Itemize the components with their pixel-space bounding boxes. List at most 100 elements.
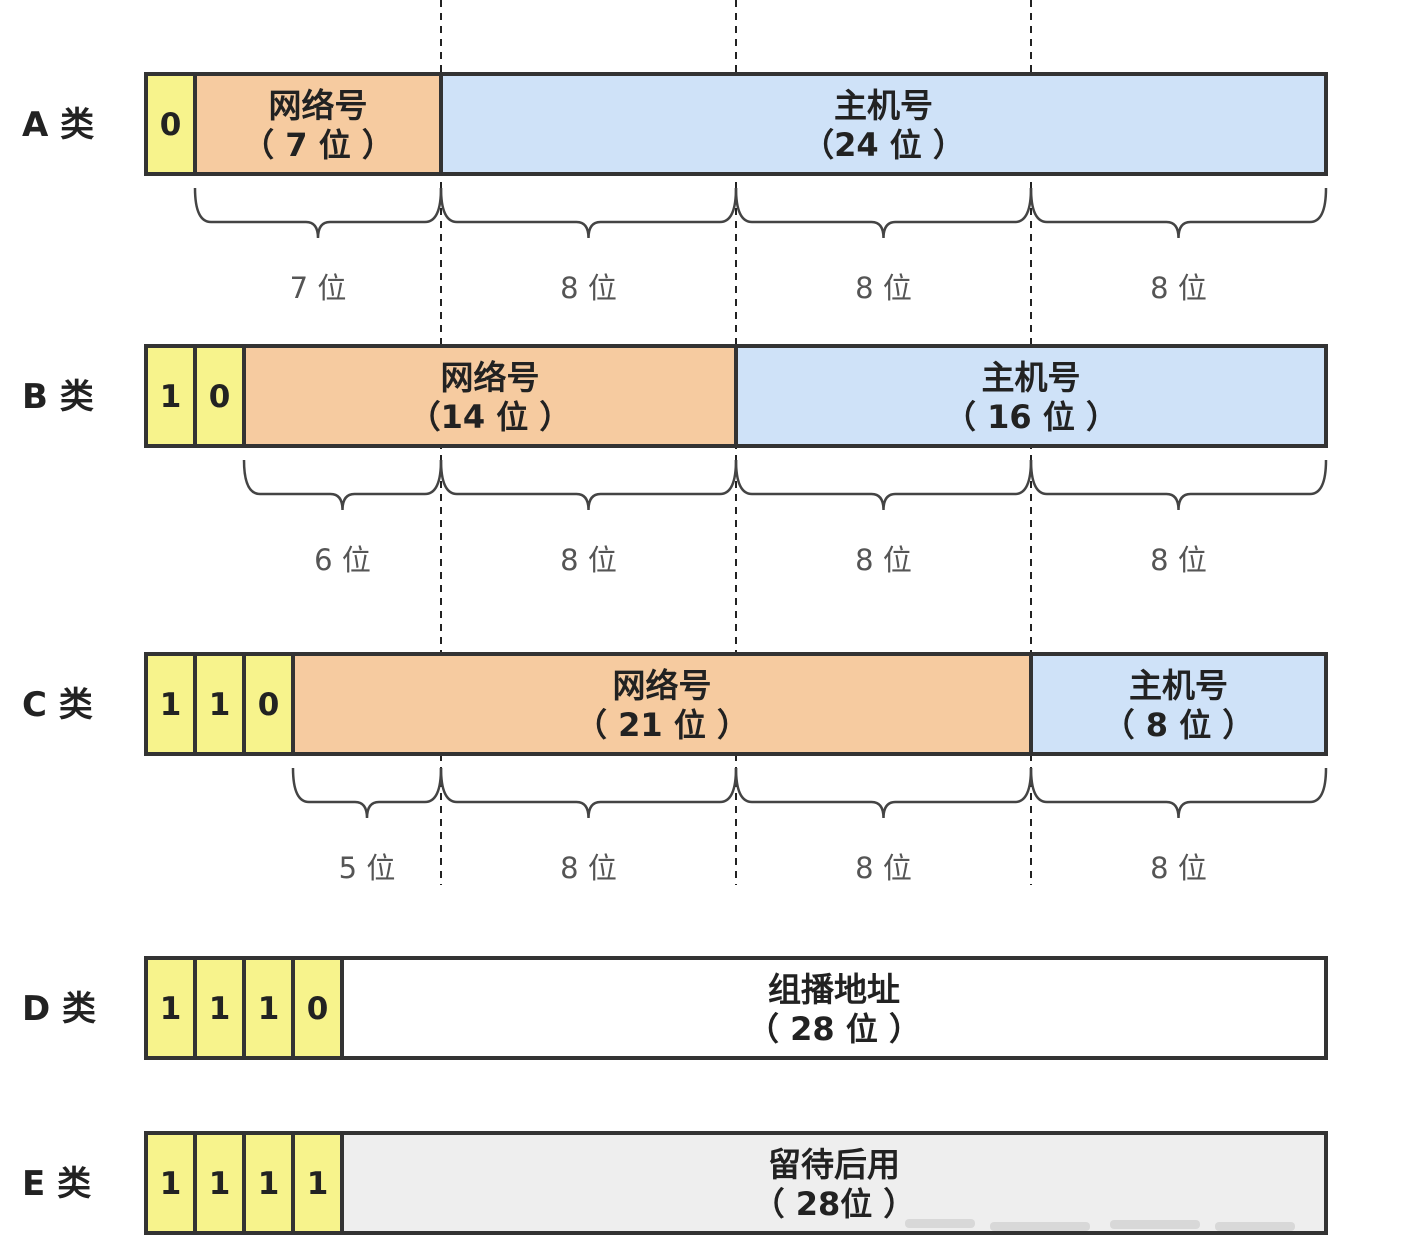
class-c-host-box xyxy=(1029,652,1328,756)
class-e-prefix-bit-2: 1 xyxy=(193,1131,246,1235)
brace-shape xyxy=(734,767,1033,819)
class-c-brace-1: 5 位 xyxy=(291,767,443,885)
prefix-bit-value: 1 xyxy=(160,687,182,723)
class-b-prefix-bit-1: 1 xyxy=(144,344,197,448)
class-a-host-title: 主机号 xyxy=(834,86,933,125)
brace-bit-count-label: 5 位 xyxy=(339,851,396,885)
brace-bit-count-label: 8 位 xyxy=(560,271,617,305)
prefix-bit-value: 0 xyxy=(307,991,329,1027)
class-c-host-field: 主机号（ 8 位 ） xyxy=(1029,652,1328,756)
class-b-label: B 类 xyxy=(22,377,94,417)
class-b-network-bit-count: （14 位 ） xyxy=(409,398,572,436)
prefix-bit-value: 1 xyxy=(209,991,231,1027)
class-c-prefix-bit-1: 1 xyxy=(144,652,197,756)
brace-bit-count-label: 8 位 xyxy=(1150,543,1207,577)
brace-shape xyxy=(242,459,443,511)
prefix-bit-value: 1 xyxy=(209,687,231,723)
prefix-bit-cell xyxy=(291,956,344,1060)
class-a-brace-3: 8 位 xyxy=(734,187,1033,305)
prefix-bit-cell xyxy=(144,72,197,176)
brace-shape xyxy=(439,459,738,511)
class-c-host-bit-count: （ 8 位 ） xyxy=(1103,706,1255,744)
class-c-network-bit-count: （ 21 位 ） xyxy=(575,706,749,744)
class-a-brace-4: 8 位 xyxy=(1029,187,1328,305)
brace-shape xyxy=(734,459,1033,511)
prefix-bit-cell xyxy=(193,652,246,756)
prefix-bit-value: 1 xyxy=(307,1166,329,1202)
class-c-prefix-bit-3: 0 xyxy=(242,652,295,756)
class-e-reserved-bit-count: （ 28位 ） xyxy=(753,1185,916,1223)
brace-shape xyxy=(439,767,738,819)
class-e-prefix-bit-3: 1 xyxy=(242,1131,295,1235)
class-c-network-box xyxy=(291,652,1033,756)
class-a-host-bit-count: （24 位 ） xyxy=(802,126,965,164)
class-d-label: D 类 xyxy=(22,989,96,1029)
prefix-bit-value: 0 xyxy=(258,687,280,723)
prefix-bit-cell xyxy=(193,344,246,448)
class-b-host-bit-count: （ 16 位 ） xyxy=(944,398,1118,436)
class-e-reserved-field: 留待后用（ 28位 ） xyxy=(340,1131,1328,1235)
brace-shape xyxy=(291,767,443,819)
brace-bit-count-label: 8 位 xyxy=(855,851,912,885)
class-b-brace-3: 8 位 xyxy=(734,459,1033,577)
class-a-brace-1: 7 位 xyxy=(193,187,443,305)
class-a-brace-2: 8 位 xyxy=(439,187,738,305)
prefix-bit-value: 1 xyxy=(209,1166,231,1202)
class-d-multicast-bit-count: （ 28 位 ） xyxy=(747,1010,921,1048)
prefix-bit-cell xyxy=(242,652,295,756)
class-a-host-field: 主机号（24 位 ） xyxy=(439,72,1328,176)
brace-bit-count-label: 7 位 xyxy=(290,271,347,305)
class-e-reserved-box xyxy=(340,1131,1328,1235)
prefix-bit-cell xyxy=(291,1131,344,1235)
class-b-host-title: 主机号 xyxy=(982,358,1081,397)
class-b-prefix-bit-2: 0 xyxy=(193,344,246,448)
class-d-prefix-bit-4: 0 xyxy=(291,956,344,1060)
class-d-prefix-bit-2: 1 xyxy=(193,956,246,1060)
prefix-bit-value: 1 xyxy=(160,379,182,415)
class-e-prefix-bit-4: 1 xyxy=(291,1131,344,1235)
class-c-brace-2: 8 位 xyxy=(439,767,738,885)
class-c-host-title: 主机号 xyxy=(1129,666,1228,705)
class-b-host-field: 主机号（ 16 位 ） xyxy=(734,344,1328,448)
class-b-brace-4: 8 位 xyxy=(1029,459,1328,577)
class-b-brace-1: 6 位 xyxy=(242,459,443,577)
class-b-network-title: 网络号 xyxy=(441,358,540,397)
brace-bit-count-label: 8 位 xyxy=(560,543,617,577)
class-a-host-box xyxy=(439,72,1328,176)
class-a-network-bit-count: （ 7 位 ） xyxy=(242,126,394,164)
prefix-bit-value: 0 xyxy=(209,379,231,415)
class-a-prefix-bit-1: 0 xyxy=(144,72,197,176)
brace-bit-count-label: 8 位 xyxy=(1150,271,1207,305)
class-e-label: E 类 xyxy=(22,1164,91,1204)
brace-bit-count-label: 8 位 xyxy=(855,271,912,305)
brace-bit-count-label: 8 位 xyxy=(855,543,912,577)
prefix-bit-value: 1 xyxy=(160,1166,182,1202)
class-d-prefix-bit-1: 1 xyxy=(144,956,197,1060)
class-c-network-title: 网络号 xyxy=(613,666,712,705)
prefix-bit-cell xyxy=(193,956,246,1060)
class-c-prefix-bit-2: 1 xyxy=(193,652,246,756)
class-a-label: A 类 xyxy=(22,105,94,145)
prefix-bit-value: 1 xyxy=(160,991,182,1027)
brace-shape xyxy=(439,187,738,239)
class-e-reserved-title: 留待后用 xyxy=(768,1145,900,1184)
class-a-network-field: 网络号（ 7 位 ） xyxy=(193,72,443,176)
class-e-prefix-bit-1: 1 xyxy=(144,1131,197,1235)
brace-shape xyxy=(1029,459,1328,511)
class-c-brace-3: 8 位 xyxy=(734,767,1033,885)
prefix-bit-value: 1 xyxy=(258,1166,280,1202)
prefix-bit-cell xyxy=(242,956,295,1060)
class-b-host-box xyxy=(734,344,1328,448)
class-d-multicast-title: 组播地址 xyxy=(768,970,900,1009)
class-b-network-field: 网络号（14 位 ） xyxy=(242,344,738,448)
brace-bit-count-label: 8 位 xyxy=(1150,851,1207,885)
watermark-smudge xyxy=(905,1219,1295,1231)
brace-shape xyxy=(1029,767,1328,819)
prefix-bit-cell xyxy=(144,956,197,1060)
